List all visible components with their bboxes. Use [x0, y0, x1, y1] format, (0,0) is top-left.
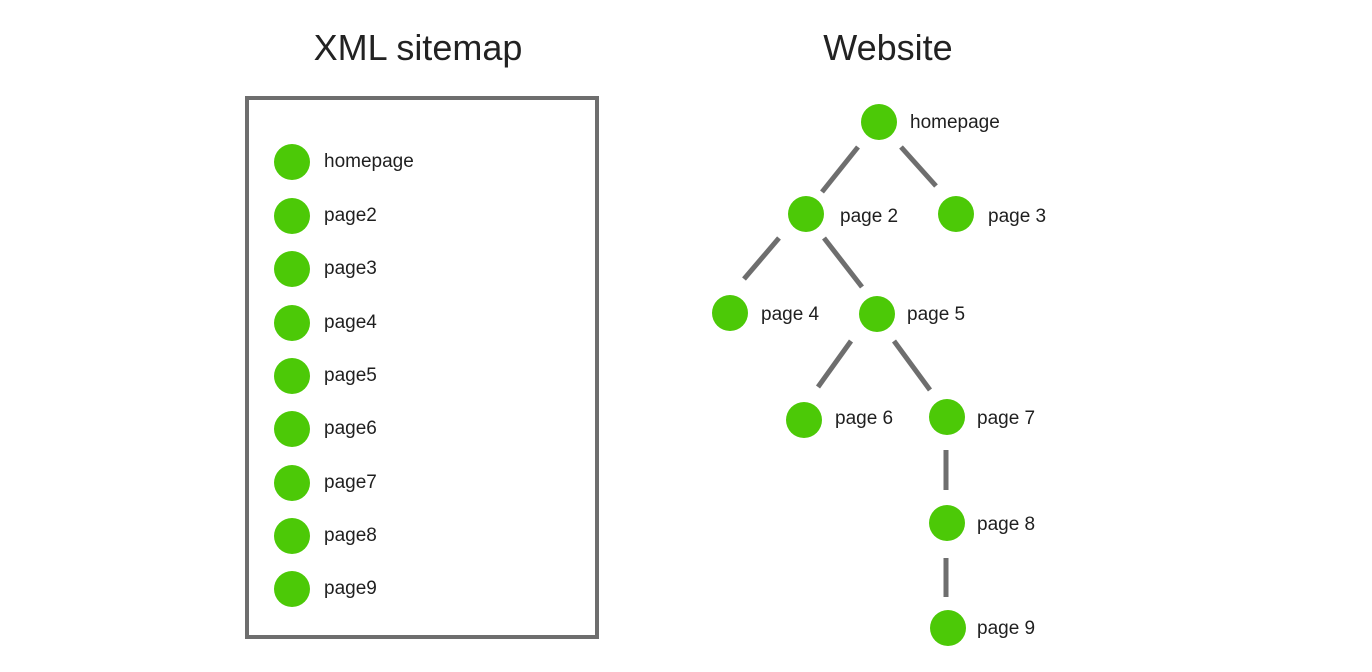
sitemap-item-label: page8 — [324, 525, 377, 546]
sitemap-item-page7: page7 — [274, 465, 377, 501]
green-dot-icon — [274, 198, 310, 234]
green-dot-icon — [274, 411, 310, 447]
xml-sitemap-box: homepage page2 page3 page4 page5 page6 p… — [245, 96, 599, 639]
tree-node-page6: page 6 — [786, 402, 893, 438]
tree-node-page5: page 5 — [859, 296, 965, 332]
green-dot-icon — [274, 251, 310, 287]
tree-node-page2: page 2 — [788, 196, 898, 232]
sitemap-item-label: homepage — [324, 151, 414, 172]
tree-node-page9: page 9 — [930, 610, 1035, 646]
tree-node-label: page 9 — [977, 618, 1035, 639]
tree-edges — [742, 145, 949, 597]
tree-node-page4: page 4 — [712, 295, 820, 331]
sitemap-item-label: page2 — [324, 205, 377, 226]
tree-node-homepage: homepage — [861, 104, 1000, 140]
green-dot-icon — [274, 144, 310, 180]
sitemap-item-label: page4 — [324, 312, 377, 333]
green-dot-icon — [786, 402, 822, 438]
green-dot-icon — [938, 196, 974, 232]
green-dot-icon — [788, 196, 824, 232]
green-dot-icon — [929, 399, 965, 435]
sitemap-item-page6: page6 — [274, 411, 377, 447]
sitemap-item-page3: page3 — [274, 251, 377, 287]
tree-node-label: page 4 — [761, 304, 820, 325]
tree-node-label: page 5 — [907, 304, 965, 325]
sitemap-item-label: page5 — [324, 365, 377, 386]
sitemap-item-label: page7 — [324, 472, 377, 493]
sitemap-item-label: page9 — [324, 578, 377, 599]
sitemap-item-label: page6 — [324, 418, 377, 439]
tree-node-label: page 2 — [840, 206, 898, 227]
sitemap-item-label: page3 — [324, 258, 377, 279]
tree-edge-page2-page4 — [742, 236, 781, 281]
green-dot-icon — [274, 305, 310, 341]
green-dot-icon — [859, 296, 895, 332]
sitemap-item-page8: page8 — [274, 518, 377, 554]
tree-node-label: page 8 — [977, 514, 1035, 535]
tree-node-page3: page 3 — [938, 196, 1046, 232]
green-dot-icon — [274, 465, 310, 501]
tree-node-label: page 6 — [835, 408, 893, 429]
tree-node-page8: page 8 — [929, 505, 1035, 541]
sitemap-item-page2: page2 — [274, 198, 377, 234]
sitemap-item-page4: page4 — [274, 305, 377, 341]
tree-node-page7: page 7 — [929, 399, 1035, 435]
green-dot-icon — [929, 505, 965, 541]
tree-edge-page5-page6 — [815, 339, 854, 389]
tree-edge-page5-page7 — [891, 339, 933, 392]
tree-node-label: page 7 — [977, 408, 1035, 429]
green-dot-icon — [712, 295, 748, 331]
green-dot-icon — [861, 104, 897, 140]
tree-node-label: page 3 — [988, 206, 1046, 227]
sitemap-item-page9: page9 — [274, 571, 377, 607]
green-dot-icon — [274, 518, 310, 554]
green-dot-icon — [274, 571, 310, 607]
tree-edge-page2-page5 — [822, 236, 864, 289]
xml-sitemap-title: XML sitemap — [313, 27, 523, 68]
website-title: Website — [823, 27, 953, 68]
sitemap-item-homepage: homepage — [274, 144, 414, 180]
tree-edge-homepage-page2 — [820, 145, 860, 194]
green-dot-icon — [930, 610, 966, 646]
sitemap-item-page5: page5 — [274, 358, 377, 394]
tree-node-label: homepage — [910, 112, 1000, 133]
tree-edge-homepage-page3 — [899, 145, 938, 188]
green-dot-icon — [274, 358, 310, 394]
